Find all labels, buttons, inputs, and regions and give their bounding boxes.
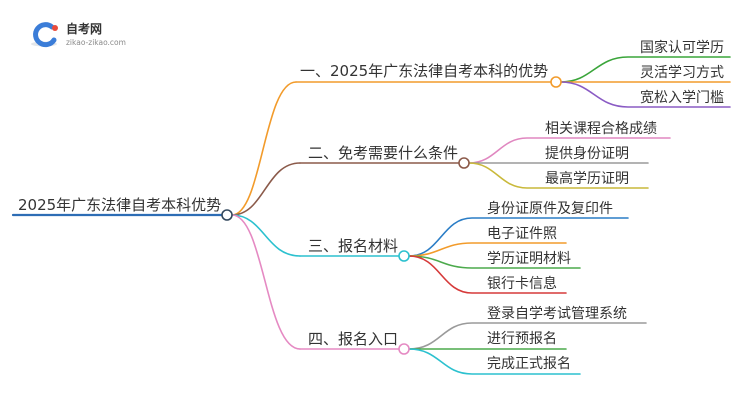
branch-4-child-1-label: 登录自学考试管理系统 xyxy=(487,306,627,322)
branch-1-child-1-label: 国家认可学历 xyxy=(640,39,724,56)
connector-branch-3-child-2 xyxy=(408,242,567,257)
branch-1-child-2-label: 灵活学习方式 xyxy=(640,65,724,81)
connector-branch-2-child-3 xyxy=(468,162,649,189)
branch-2: 二、免考需要什么条件 相关课程合格成绩 提供身份证明 最高学历证明 xyxy=(299,121,671,189)
branch-4-child-3-label: 完成正式报名 xyxy=(487,356,571,372)
branch-2-node-circle xyxy=(458,157,470,169)
branch-1-label: 一、2025年广东法律自考本科的优势 xyxy=(300,62,548,80)
logo-title: 自考网 xyxy=(66,21,102,36)
root-node-circle xyxy=(221,209,233,221)
root-node: 2025年广东法律自考本科优势 xyxy=(11,196,233,221)
branch-1: 一、2025年广东法律自考本科的优势 国家认可学历 灵活学习方式 宽松入学门槛 xyxy=(295,39,731,108)
connector-branch-3-child-1 xyxy=(408,217,629,257)
connector-branch-4-child-1 xyxy=(408,322,647,350)
branch-2-child-3-label: 最高学历证明 xyxy=(545,170,629,187)
connector-root-branch-3 xyxy=(231,214,301,257)
branch-3-child-1-label: 身份证原件及复印件 xyxy=(487,200,613,217)
root-label: 2025年广东法律自考本科优势 xyxy=(18,196,221,214)
branch-3-child-3-label: 学历证明材料 xyxy=(487,251,571,267)
branch-3-child-2-label: 电子证件照 xyxy=(487,226,557,242)
connector-root-branch-2 xyxy=(231,162,301,216)
branch-3-label: 三、报名材料 xyxy=(308,237,398,255)
branch-4-label: 四、报名入口 xyxy=(308,330,398,348)
branch-1-node-circle xyxy=(550,76,562,88)
branch-2-label: 二、免考需要什么条件 xyxy=(308,144,458,162)
branch-3-child-4-label: 银行卡信息 xyxy=(487,275,557,292)
branch-4-child-2-label: 进行预报名 xyxy=(487,331,557,347)
connector-branch-3-child-4 xyxy=(408,255,567,294)
zikao-logo-icon xyxy=(31,22,58,48)
branch-3-node-circle xyxy=(398,250,410,262)
connector-root-branch-4 xyxy=(231,214,301,350)
connector-branch-1-child-3 xyxy=(560,81,731,108)
branch-4-node-circle xyxy=(398,343,410,355)
branch-1-child-3-label: 宽松入学门槛 xyxy=(640,89,724,106)
branch-4: 四、报名入口 登录自学考试管理系统 进行预报名 完成正式报名 xyxy=(299,306,647,375)
branch-3: 三、报名材料 身份证原件及复印件 电子证件照 学历证明材料 银行卡信息 xyxy=(299,200,629,294)
logo-site-url: zikao-zikao.com xyxy=(66,38,126,47)
connector-branch-3-child-3 xyxy=(408,255,581,269)
connector-branch-1-child-1 xyxy=(560,56,731,83)
connector-root-branch-1 xyxy=(231,81,297,216)
branch-2-child-1-label: 相关课程合格成绩 xyxy=(545,121,657,137)
site-logo[interactable]: 自考网 zikao-zikao.com xyxy=(31,21,126,48)
connector-branch-2-child-1 xyxy=(468,137,671,164)
branch-2-child-2-label: 提供身份证明 xyxy=(545,146,629,162)
connector-branch-4-child-3 xyxy=(408,348,581,375)
